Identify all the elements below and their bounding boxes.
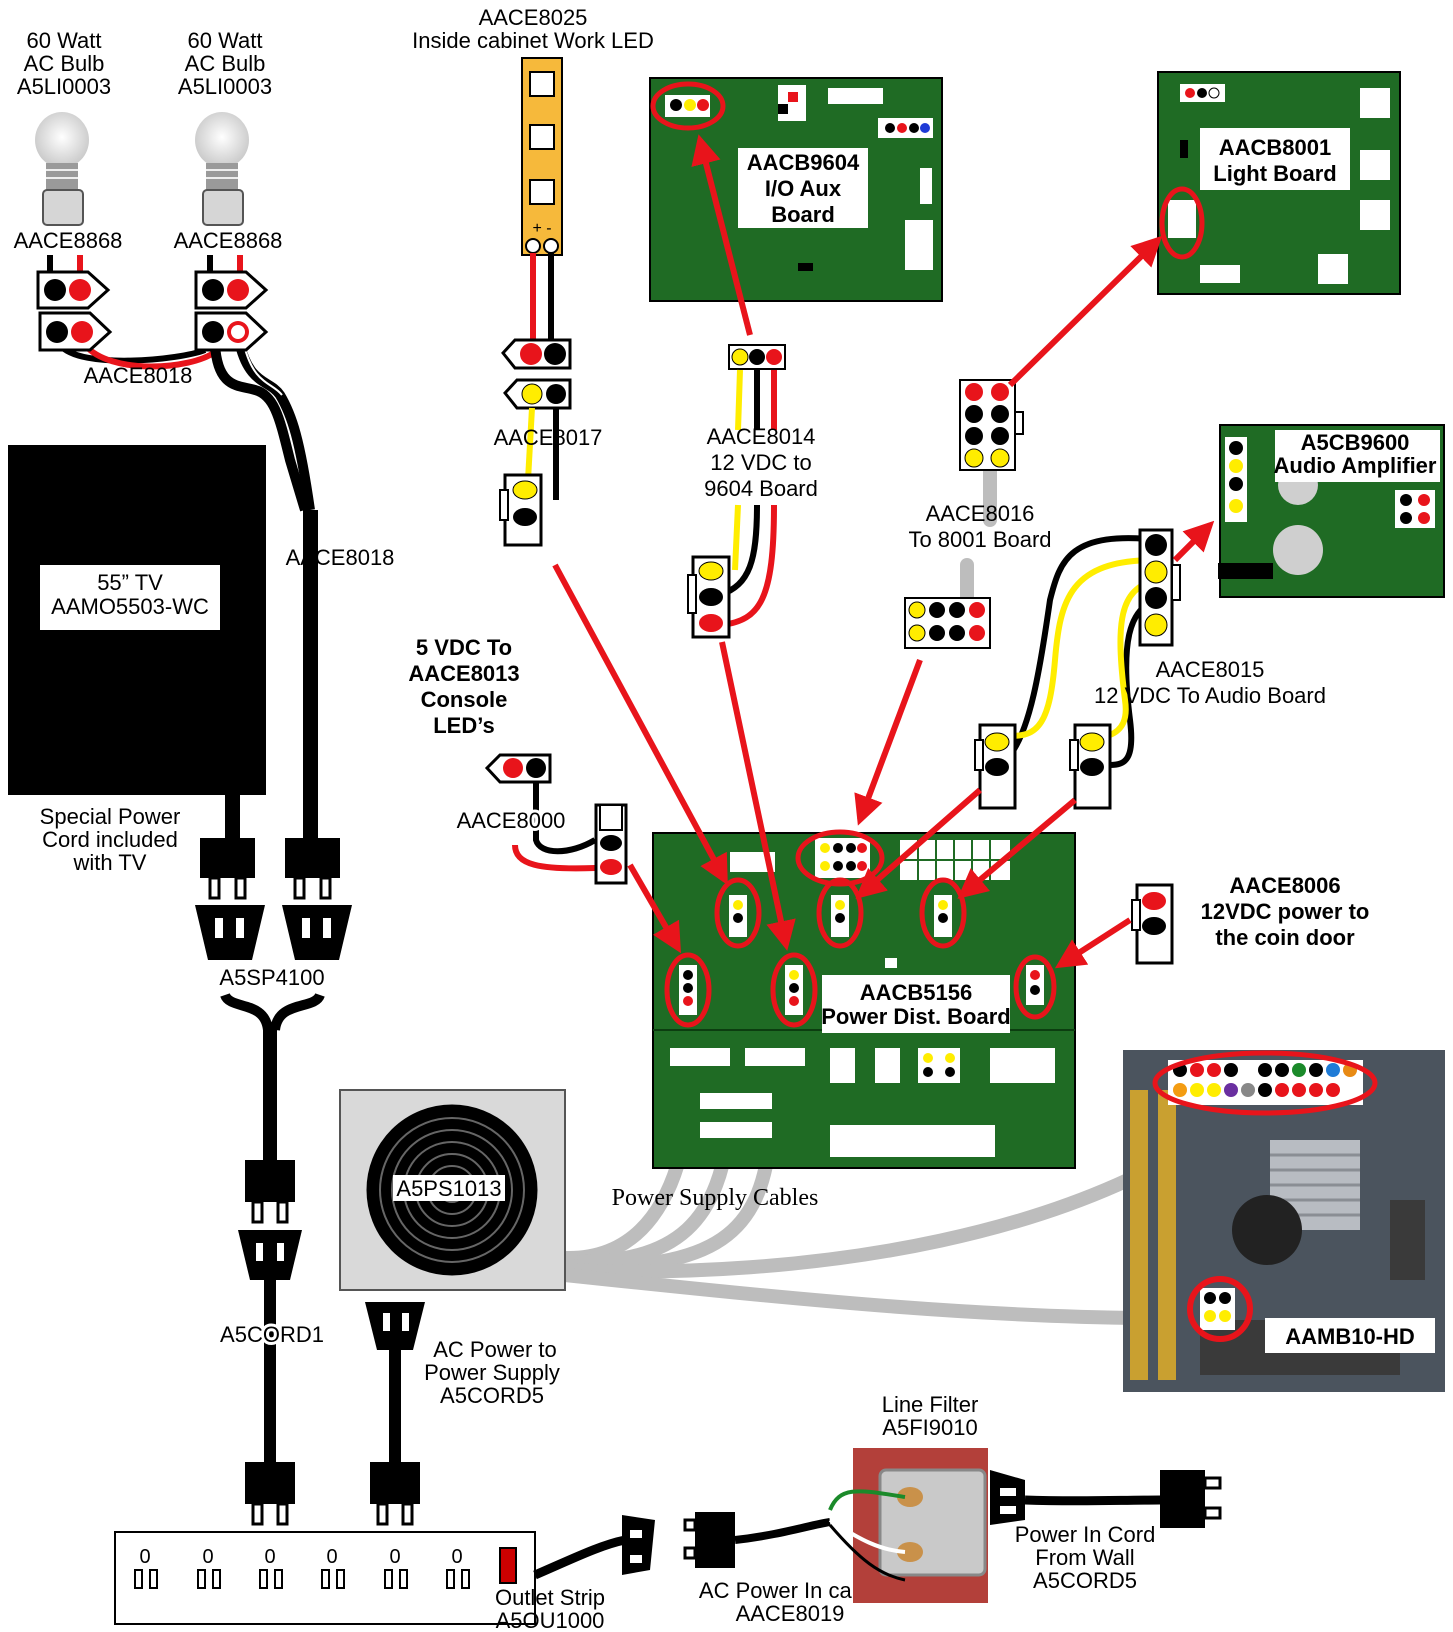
ac-ps-label-1: AC Power to [433, 1337, 557, 1362]
socket-label-right: AACE8868 [174, 228, 283, 253]
aace8016-label-1: AACE8016 [926, 501, 1035, 526]
ac-cable-label-2: AACE8019 [736, 1601, 845, 1626]
svg-text:A5CB9600: A5CB9600 [1301, 430, 1410, 455]
line-filter [828, 1448, 988, 1603]
svg-text:AAMO5503-WC: AAMO5503-WC [51, 594, 209, 619]
svg-text:60 Watt: 60 Watt [188, 28, 263, 53]
connector-aace8006 [1131, 883, 1174, 965]
power-socket-icon [195, 905, 352, 960]
aace8018-label-top: AACE8018 [84, 363, 193, 388]
vdc5-label-3: Console [421, 687, 508, 712]
svg-text:Audio Amplifier: Audio Amplifier [1274, 453, 1437, 478]
ac-cable-label-1: AC Power In cable [699, 1578, 881, 1603]
svg-text:AACB8001: AACB8001 [1219, 135, 1332, 160]
board-a5cb9600: A5CB9600 Audio Amplifier [1218, 424, 1445, 598]
tv-cord-label-3: with TV [73, 850, 147, 875]
svg-text:55” TV: 55” TV [97, 570, 163, 595]
connector-aace8014 [687, 344, 786, 639]
aace8017-label: AACE8017 [494, 425, 603, 450]
svg-text:A5SP4100: A5SP4100 [219, 965, 324, 990]
svg-text:0: 0 [202, 1546, 213, 1568]
powerin-label-1: Power In Cord [1015, 1522, 1156, 1547]
svg-text:A5LI0003: A5LI0003 [17, 74, 111, 99]
svg-text:Board: Board [771, 202, 835, 227]
filter-label-1: Line Filter [882, 1392, 979, 1417]
svg-text:0: 0 [326, 1546, 337, 1568]
board-aacb9604: AACB9604 I/O Aux Board [649, 77, 943, 302]
tv-cord-label-2: Cord included [42, 827, 178, 852]
aace8006-label-2: 12VDC power to [1201, 899, 1370, 924]
power-plug-icon [200, 838, 340, 900]
aace8014-label-3: 9604 Board [704, 476, 818, 501]
svg-text:0: 0 [139, 1546, 150, 1568]
bulb-right: 60 Watt AC Bulb A5LI0003 [178, 28, 272, 226]
svg-text:AACB5156: AACB5156 [860, 980, 973, 1005]
aace8016-label-2: To 8001 Board [908, 527, 1051, 552]
board-aacb5156: AACB5156 Power Dist. Board [652, 829, 1076, 1169]
vdc5-label-1: 5 VDC To [416, 635, 512, 660]
svg-text:Power Dist. Board: Power Dist. Board [821, 1004, 1010, 1029]
powerin-label-2: From Wall [1035, 1545, 1134, 1570]
svg-text:0: 0 [451, 1546, 462, 1568]
light-bulb-icon [35, 112, 89, 226]
svg-text:+ -: + - [532, 220, 551, 237]
aace8014-label-1: AACE8014 [707, 424, 816, 449]
svg-text:A5CORD1: A5CORD1 [220, 1322, 324, 1347]
board-5156-sockets [664, 877, 1057, 1028]
svg-text:AACB9604: AACB9604 [747, 150, 860, 175]
svg-text:AC Bulb: AC Bulb [24, 51, 105, 76]
aace8006-label-3: the coin door [1215, 925, 1355, 950]
aace8018-label-side: AACE8018 [286, 545, 395, 570]
bulb-left: 60 Watt AC Bulb A5LI0003 [17, 28, 111, 226]
svg-text:AAMB10-HD: AAMB10-HD [1285, 1324, 1415, 1349]
tv-cord-label-1: Special Power [40, 804, 181, 829]
connector-aace8000 [484, 753, 628, 885]
svg-text:I/O Aux: I/O Aux [765, 176, 842, 201]
board-aacb8001: AACB8001 Light Board [1157, 71, 1401, 295]
power-in-cord [990, 1470, 1222, 1528]
aace8015-label-2: 12 VDC To Audio Board [1094, 683, 1326, 708]
socket-label-left: AACE8868 [14, 228, 123, 253]
power-supply: A5PS1013 [339, 1089, 566, 1526]
motherboard: AAMB10-HD [1123, 1050, 1445, 1392]
svg-text:Light Board: Light Board [1213, 161, 1336, 186]
ac-ps-label-3: A5CORD5 [440, 1383, 544, 1408]
red-arrows [552, 134, 1215, 969]
aace8014-label-2: 12 VDC to [710, 450, 812, 475]
aace8000-label: AACE8000 [457, 808, 566, 833]
powerin-label-3: A5CORD5 [1033, 1568, 1137, 1593]
vdc5-label-4: LED’s [433, 713, 495, 738]
atx-connector-pins [1173, 1063, 1357, 1097]
svg-text:60 Watt: 60 Watt [27, 28, 102, 53]
tv: 55” TV AAMO5503-WC [8, 445, 266, 795]
aace8006-label-1: AACE8006 [1229, 873, 1340, 898]
connector-aace8016 [904, 379, 1024, 649]
work-led-strip: + - [499, 57, 572, 547]
svg-text:A5LI0003: A5LI0003 [178, 74, 272, 99]
svg-text:0: 0 [389, 1546, 400, 1568]
outlet-glyphs: 0 0 0 0 0 0 [139, 1546, 462, 1568]
svg-text:AC Bulb: AC Bulb [185, 51, 266, 76]
led-label-1: AACE8025 [479, 5, 588, 30]
vdc5-label-2: AACE8013 [408, 661, 519, 686]
ac-power-in-cable [533, 1512, 831, 1580]
light-bulb-icon [195, 112, 249, 226]
connector-icon [36, 270, 269, 352]
svg-text:A5PS1013: A5PS1013 [396, 1176, 501, 1201]
ac-ps-label-2: Power Supply [424, 1360, 560, 1385]
filter-label-2: A5FI9010 [882, 1415, 977, 1440]
aace8015-label-1: AACE8015 [1156, 657, 1265, 682]
svg-text:0: 0 [264, 1546, 275, 1568]
outlet-label-2: A5OU1000 [496, 1608, 605, 1632]
left-cords: A5SP4100 A5CORD1 [195, 510, 352, 1526]
outlet-strip: 0 0 0 0 0 0 [114, 1531, 536, 1625]
connector-aace8015 [974, 528, 1181, 810]
ps-cables-label: Power Supply Cables [612, 1185, 819, 1211]
led-label-2: Inside cabinet Work LED [412, 28, 654, 53]
outlet-label-1: Outlet Strip [495, 1585, 605, 1610]
